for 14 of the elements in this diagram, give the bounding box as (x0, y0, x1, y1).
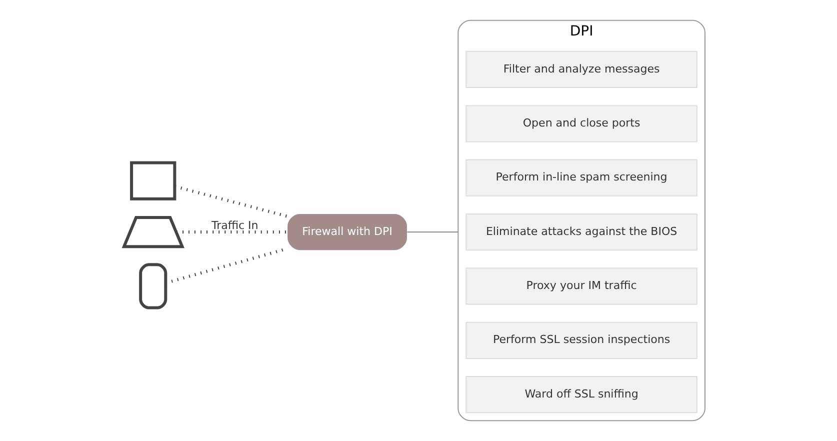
edge-label: Traffic In (211, 218, 258, 232)
node-box: Filter and analyze messages (466, 50, 698, 88)
node-box: Eliminate attacks against the BIOS (466, 213, 698, 251)
node-box: Ward off SSL sniffing (466, 376, 698, 414)
node-box: Perform SSL session inspections (466, 322, 698, 359)
node-monitor (130, 161, 176, 200)
node-box: Perform in-line spam screening (466, 159, 698, 196)
connector (174, 184, 288, 218)
node-phone (139, 263, 168, 310)
node-box: Proxy your IM traffic (466, 268, 698, 305)
connector (407, 232, 458, 233)
node-box: Open and close ports (466, 105, 698, 142)
node-laptop (122, 216, 184, 248)
node-box: Firewall with DPI (288, 214, 407, 250)
